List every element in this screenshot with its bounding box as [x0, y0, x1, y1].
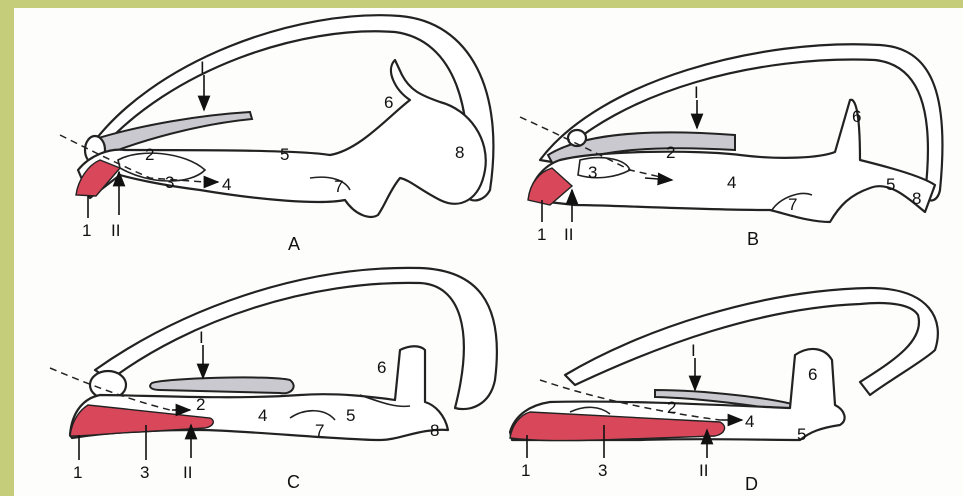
panel-b-label-7: 7 [788, 195, 797, 214]
panel-b-caption: B [747, 229, 759, 249]
panel-a-caption: A [288, 234, 300, 254]
panel-a-label-5: 5 [280, 145, 289, 164]
panel-a-label-II: II [111, 221, 120, 240]
panel-c-caption: C [287, 472, 300, 492]
panel-b-label-II: II [564, 225, 573, 244]
panel-d-label-2: 2 [667, 398, 676, 417]
panel-d-label-4: 4 [745, 412, 754, 431]
panel-d: 1 3 II 2 4 5 6 I D [510, 288, 938, 494]
panel-b-label-5: 5 [886, 175, 895, 194]
panel-c-label-II: II [183, 463, 192, 482]
panel-d-label-1: 1 [521, 461, 530, 480]
panel-c-label-2: 2 [196, 395, 205, 414]
panel-d-label-5: 5 [797, 425, 806, 444]
panel-a-label-6: 6 [384, 93, 393, 112]
panel-a-label-4: 4 [222, 175, 231, 194]
panel-a-label-3: 3 [165, 173, 174, 192]
panel-a-label-8: 8 [455, 143, 464, 162]
panel-a-label-I: I [200, 58, 205, 77]
panel-a-label-2: 2 [145, 145, 154, 164]
panel-a: 1 II 2 3 4 5 6 7 8 I A [60, 15, 493, 254]
panel-b-label-1: 1 [537, 225, 546, 244]
panel-c-label-6: 6 [377, 358, 386, 377]
panel-b-label-8: 8 [912, 189, 921, 208]
panel-c-label-I: I [199, 328, 204, 347]
panel-d-label-6: 6 [808, 365, 817, 384]
panel-c-label-1: 1 [73, 463, 82, 482]
panel-d-caption: D [745, 474, 758, 494]
panel-c-label-7: 7 [315, 421, 324, 440]
panel-b-label-3: 3 [588, 163, 597, 182]
panel-c: 1 3 II 2 4 5 6 7 8 I C [50, 268, 497, 492]
panel-c-label-8: 8 [430, 421, 439, 440]
panel-c-label-3: 3 [140, 463, 149, 482]
panel-b-label-I: I [694, 83, 699, 102]
panel-b-label-6: 6 [852, 107, 861, 126]
panel-b: 1 II 2 3 4 5 6 7 8 I B [520, 44, 943, 249]
panel-a-label-1: 1 [82, 221, 91, 240]
panel-b-label-2: 2 [666, 143, 675, 162]
panel-d-label-II: II [699, 461, 708, 480]
panel-a-label-7: 7 [334, 177, 343, 196]
panel-c-canal [150, 377, 294, 393]
panel-d-skull-arch [565, 288, 938, 395]
panel-d-label-I: I [691, 341, 696, 360]
panel-d-label-3: 3 [598, 461, 607, 480]
panel-c-label-4: 4 [258, 406, 267, 425]
panel-c-label-5: 5 [346, 406, 355, 425]
panel-b-label-4: 4 [727, 173, 736, 192]
